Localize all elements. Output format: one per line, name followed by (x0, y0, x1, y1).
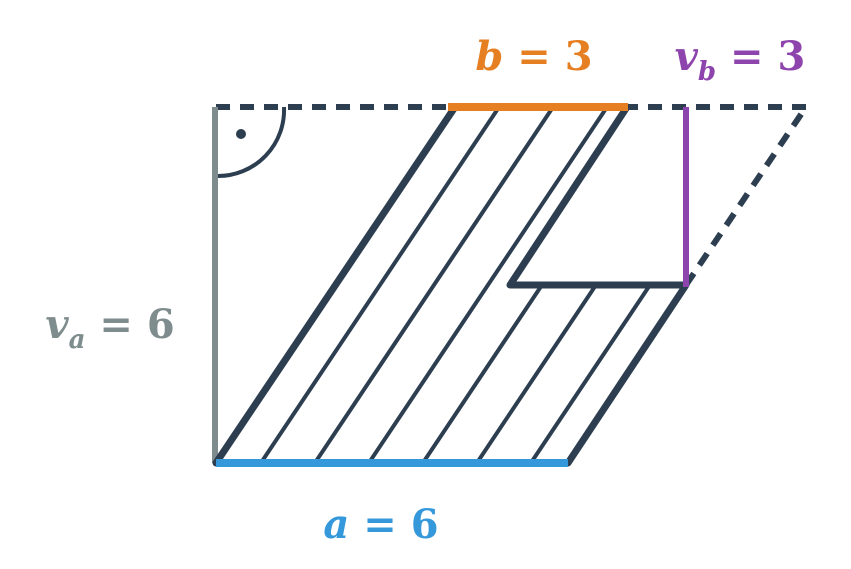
hatch-line (644, 107, 686, 463)
label-vb: vb = 3 (675, 33, 806, 87)
hatch-line (536, 107, 686, 463)
hatching (216, 1, 851, 533)
hatch-line (590, 107, 686, 463)
hatch-line (374, 107, 686, 463)
hatch-line (700, 1, 851, 533)
label-va: va = 6 (45, 301, 174, 355)
label-a: a = 6 (323, 501, 438, 548)
right-angle-dot (236, 129, 246, 139)
hatch-line (808, 1, 851, 533)
hatch-line (320, 107, 680, 463)
shape-outline (212, 103, 690, 467)
slant-dashed-line (683, 105, 809, 287)
hatch-line (754, 1, 851, 533)
hatch-line (428, 107, 686, 463)
hatch-line (482, 107, 686, 463)
label-b: b = 3 (475, 33, 592, 80)
right-angle-marker (217, 106, 287, 179)
hatch-line (266, 107, 626, 463)
hatch-line (216, 107, 572, 463)
